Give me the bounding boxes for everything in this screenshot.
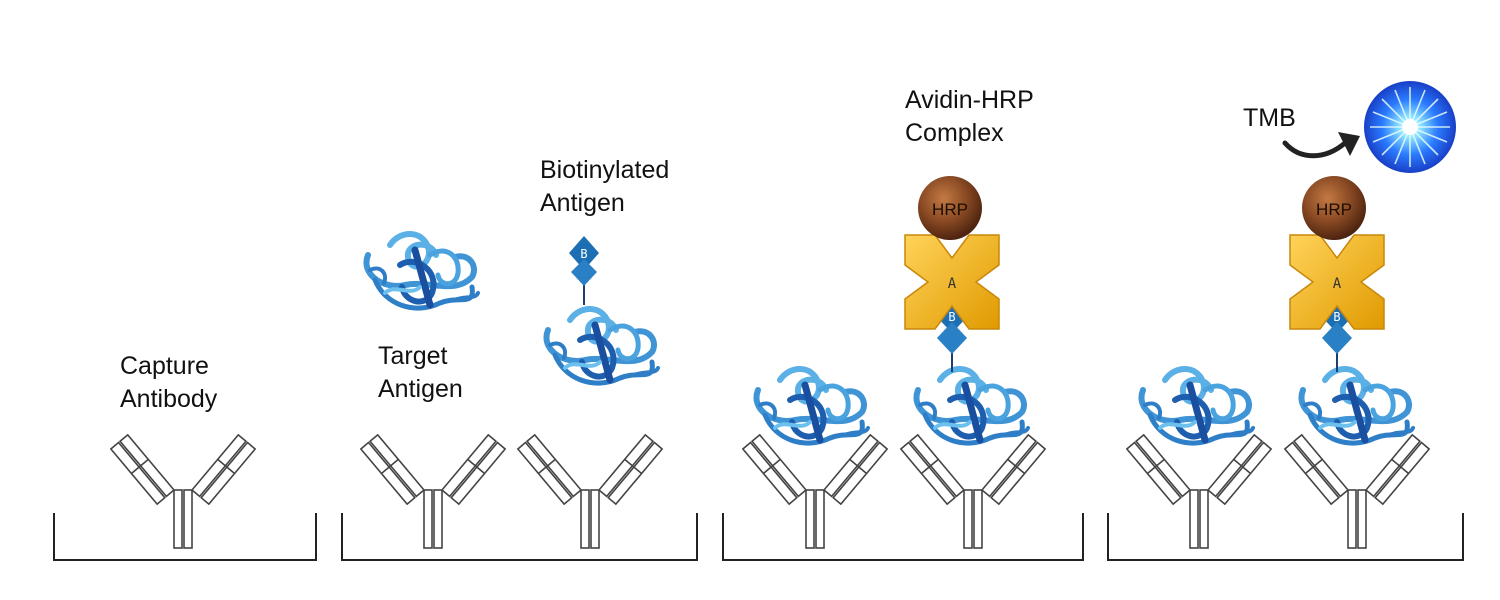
biotin-tag-1: B [569, 236, 599, 305]
well-4 [1107, 513, 1464, 561]
biotin-glyph-2: B [948, 310, 955, 324]
capture-antibody-3 [517, 434, 663, 549]
capture-antibody-1 [110, 434, 256, 549]
label-target-antigen: Target Antigen [378, 342, 463, 403]
avidin-glyph-2: A [1333, 276, 1342, 292]
avidin-1: A [904, 234, 1000, 330]
hrp-glyph-2: HRP [1316, 200, 1352, 219]
biotin-glyph-1: B [580, 247, 587, 261]
avidin-2: A [1289, 234, 1385, 330]
antigen-protein-4b [1301, 369, 1413, 443]
capture-antibody-6 [1126, 434, 1272, 549]
antigen-protein-3a [756, 369, 868, 443]
label-biotinylated-antigen: Biotinylated Antigen [540, 156, 670, 217]
capture-antibody-7 [1284, 434, 1430, 549]
capture-antibody-4 [742, 434, 888, 549]
well-1 [53, 513, 317, 561]
biotinylated-antigen-protein [546, 309, 658, 383]
target-antigen-protein [366, 234, 478, 308]
tmb-arrowhead-icon [1338, 132, 1360, 156]
antigen-protein-3b [916, 369, 1028, 443]
capture-antibody-5 [900, 434, 1046, 549]
avidin-glyph-1: A [948, 276, 957, 292]
well-2 [341, 513, 698, 561]
label-avidin-hrp-complex: Avidin-HRP Complex [905, 86, 1034, 147]
biotin-glyph-3: B [1333, 310, 1340, 324]
tmb-signal-burst-icon [1364, 81, 1456, 173]
hrp-glyph-1: HRP [932, 200, 968, 219]
hrp-1: HRP [918, 176, 982, 240]
label-tmb: TMB [1243, 104, 1296, 132]
hrp-2: HRP [1302, 176, 1366, 240]
well-3 [722, 513, 1084, 561]
tmb-arrow-icon [1282, 140, 1348, 159]
label-capture-antibody: Capture Antibody [120, 352, 218, 413]
antigen-protein-4a [1141, 369, 1253, 443]
capture-antibody-2 [360, 434, 506, 549]
